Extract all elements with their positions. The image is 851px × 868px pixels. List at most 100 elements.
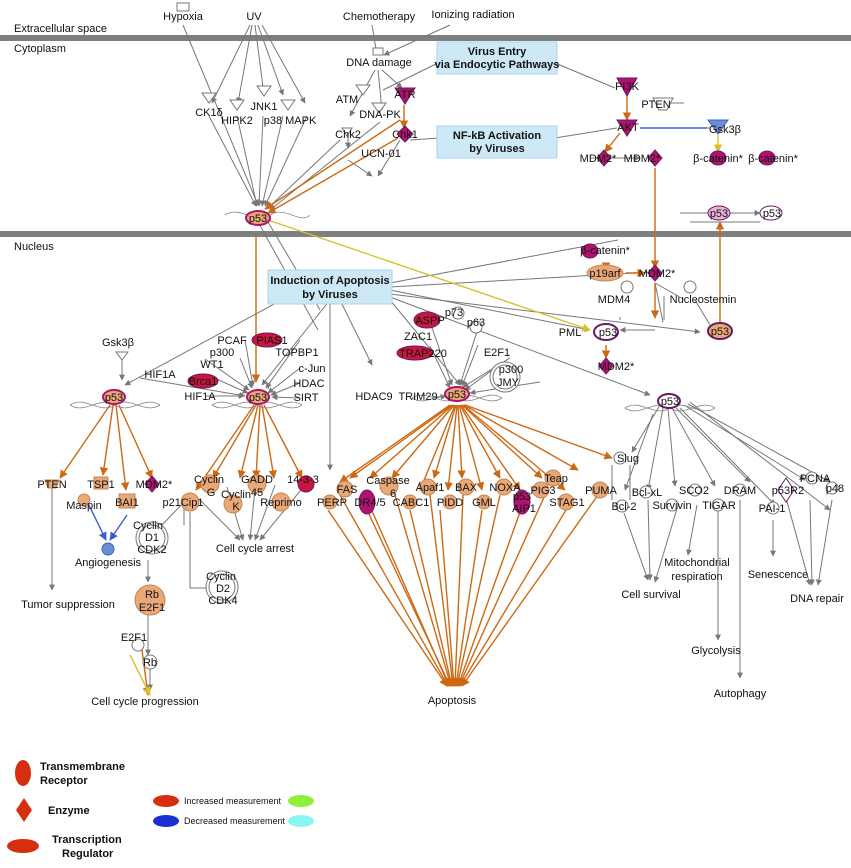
box-virus-entry[interactable]: Virus Entry via Endocytic Pathways [435, 41, 560, 75]
node-p63[interactable]: p63 [467, 317, 485, 334]
node-gml[interactable]: GML [472, 494, 496, 510]
node-pi3k[interactable]: PI3K [615, 77, 640, 98]
node-mdm2-nuc[interactable]: MDM2* [639, 264, 676, 282]
node-dnapk[interactable]: DNA-PK [359, 102, 401, 121]
node-hipk2[interactable]: HIPK2 [221, 99, 253, 127]
node-p53r2[interactable]: p53R2 [772, 477, 804, 503]
node-cyclin-d1[interactable]: Cyclin D1 CDK2 [133, 520, 169, 556]
node-puma[interactable]: PUMA [585, 481, 618, 499]
node-tsp1[interactable]: TSP1 [87, 476, 115, 491]
node-bai1[interactable]: BAI1 [115, 493, 139, 509]
node-1433[interactable]: 14-3-3 [287, 474, 319, 493]
node-tumor-suppression[interactable]: Tumor suppression [21, 599, 115, 611]
node-gsk3b-left[interactable]: Gsk3β [102, 337, 134, 361]
node-pcaf[interactable]: PCAF [217, 335, 247, 347]
node-p53-right[interactable]: p53 [707, 322, 733, 340]
node-zac1[interactable]: ZAC1 [404, 331, 432, 343]
node-teap[interactable]: Teap [544, 469, 568, 487]
node-rb[interactable]: Rb [142, 654, 158, 670]
node-pias1[interactable]: PIAS1 [251, 332, 288, 348]
node-dna-damage[interactable]: DNA damage [346, 47, 412, 69]
node-nucleostemin[interactable]: Nucleostemin [670, 280, 737, 306]
node-p19arf[interactable]: p19arf [586, 264, 624, 282]
node-topbp1[interactable]: TOPBP1 [275, 347, 318, 359]
node-cyclin-g[interactable]: Cyclin G [194, 474, 224, 499]
node-p300-a[interactable]: p300 [210, 347, 234, 359]
node-reprimo[interactable]: Reprimo [260, 492, 302, 512]
node-ucn01[interactable]: UCN-01 [361, 148, 401, 160]
node-pidd[interactable]: PIDD [437, 494, 463, 510]
node-tigar[interactable]: TIGAR [702, 498, 736, 512]
node-bcl2[interactable]: Bcl-2 [611, 499, 637, 513]
node-p48[interactable]: p48 [825, 481, 844, 495]
node-apaf1[interactable]: Apaf1 [416, 478, 445, 496]
node-p73[interactable]: p73 [445, 306, 465, 320]
node-p21[interactable]: p21Cip1 [163, 492, 204, 512]
node-chk1[interactable]: Chk1 [392, 125, 418, 143]
node-gsk3b-top[interactable]: Gsk3β [707, 119, 741, 136]
node-dr45[interactable]: DR4/5 [354, 489, 386, 515]
node-mdm2-low[interactable]: MDM2* [598, 357, 635, 375]
node-p53-n3[interactable]: p53 [444, 386, 470, 402]
node-p53aip1[interactable]: p53 AIP1 [512, 489, 536, 515]
node-cyclin-k[interactable]: Cyclin K [221, 489, 251, 514]
node-pten-top[interactable]: PTEN [641, 97, 674, 111]
node-hdac[interactable]: HDAC [293, 378, 324, 390]
node-atm[interactable]: ATM [336, 84, 371, 106]
node-pten-low[interactable]: PTEN [37, 479, 66, 491]
node-hdac9[interactable]: HDAC9 [355, 391, 392, 403]
node-angiogenesis[interactable]: Angiogenesis [75, 542, 142, 569]
node-chemotherapy[interactable]: Chemotherapy [343, 11, 416, 23]
node-aspp[interactable]: ASPP [413, 311, 445, 329]
node-pai1[interactable]: PAI-1 [759, 501, 786, 515]
node-chk2[interactable]: Chk2 [335, 127, 361, 141]
node-caspase6[interactable]: Caspase 6 [366, 475, 409, 500]
node-atr[interactable]: ATR [394, 87, 416, 105]
node-p53-n1[interactable]: p53 [102, 389, 126, 405]
node-bax[interactable]: BAX [455, 478, 478, 496]
node-dna-repair[interactable]: DNA repair [790, 593, 844, 605]
node-pml[interactable]: PML [559, 327, 582, 339]
node-e2f1-low[interactable]: E2F1 [121, 632, 147, 652]
node-e2f1-top[interactable]: E2F1 [484, 347, 510, 359]
node-brca1[interactable]: Brca1 [187, 373, 219, 389]
node-trim29[interactable]: TRIM29 [398, 391, 437, 403]
box-nfkb[interactable]: NF-kB Activation by Viruses [436, 125, 558, 159]
node-mito-resp[interactable]: Mitochondrial respiration [664, 557, 729, 583]
node-bclxl[interactable]: Bcl-xL [632, 485, 663, 499]
node-apoptosis[interactable]: Apoptosis [428, 695, 477, 707]
node-bcat-b[interactable]: β-catenin* [748, 150, 799, 166]
node-p300-jmy[interactable]: p300 JMY [489, 361, 523, 393]
node-trap220[interactable]: TRAP220 [396, 345, 447, 361]
node-gadd45[interactable]: GADD 45 [241, 474, 273, 499]
node-survivin[interactable]: Survivin [652, 498, 692, 512]
node-mdm2-b[interactable]: MDM2* [624, 149, 663, 167]
node-glycolysis[interactable]: Glycolysis [691, 645, 741, 657]
node-p38mapk[interactable]: p38 MAPK [264, 99, 317, 127]
node-jnk1[interactable]: JNK1 [251, 85, 278, 113]
node-rb-e2f1[interactable]: Rb E2F1 [134, 584, 166, 616]
node-ionizing-radiation[interactable]: Ionizing radiation [431, 9, 514, 21]
node-autophagy[interactable]: Autophagy [714, 688, 767, 700]
node-cell-cycle-arrest[interactable]: Cell cycle arrest [216, 543, 294, 555]
node-uv[interactable]: UV [246, 11, 262, 23]
node-wt1[interactable]: WT1 [200, 359, 223, 371]
node-hif1a-b[interactable]: HIF1A [184, 391, 216, 403]
node-pcna[interactable]: PCNA [800, 471, 831, 485]
node-cjun[interactable]: c-Jun [299, 363, 326, 375]
node-cyclin-d2[interactable]: Cyclin D2 CDK4 [205, 570, 239, 607]
node-perp[interactable]: PERP [317, 494, 347, 510]
node-cell-survival[interactable]: Cell survival [621, 589, 680, 601]
node-p53-r2[interactable]: p53 [759, 205, 783, 221]
node-senescence[interactable]: Senescence [748, 569, 809, 581]
node-fas[interactable]: FAS [336, 480, 358, 498]
node-p53-n4[interactable]: p53 [657, 393, 681, 409]
node-stag1[interactable]: STAG1 [549, 493, 585, 511]
node-sco2[interactable]: SCO2 [679, 483, 709, 497]
node-hypoxia[interactable]: Hypoxia [163, 2, 204, 23]
node-sirt[interactable]: SIRT [294, 392, 319, 404]
node-bcat-nuc[interactable]: β-catenin* [580, 243, 631, 259]
node-p53-n2[interactable]: p53 [246, 389, 270, 405]
node-noxa[interactable]: NOXA [489, 478, 521, 496]
node-cell-cycle-progression[interactable]: Cell cycle progression [91, 696, 199, 708]
